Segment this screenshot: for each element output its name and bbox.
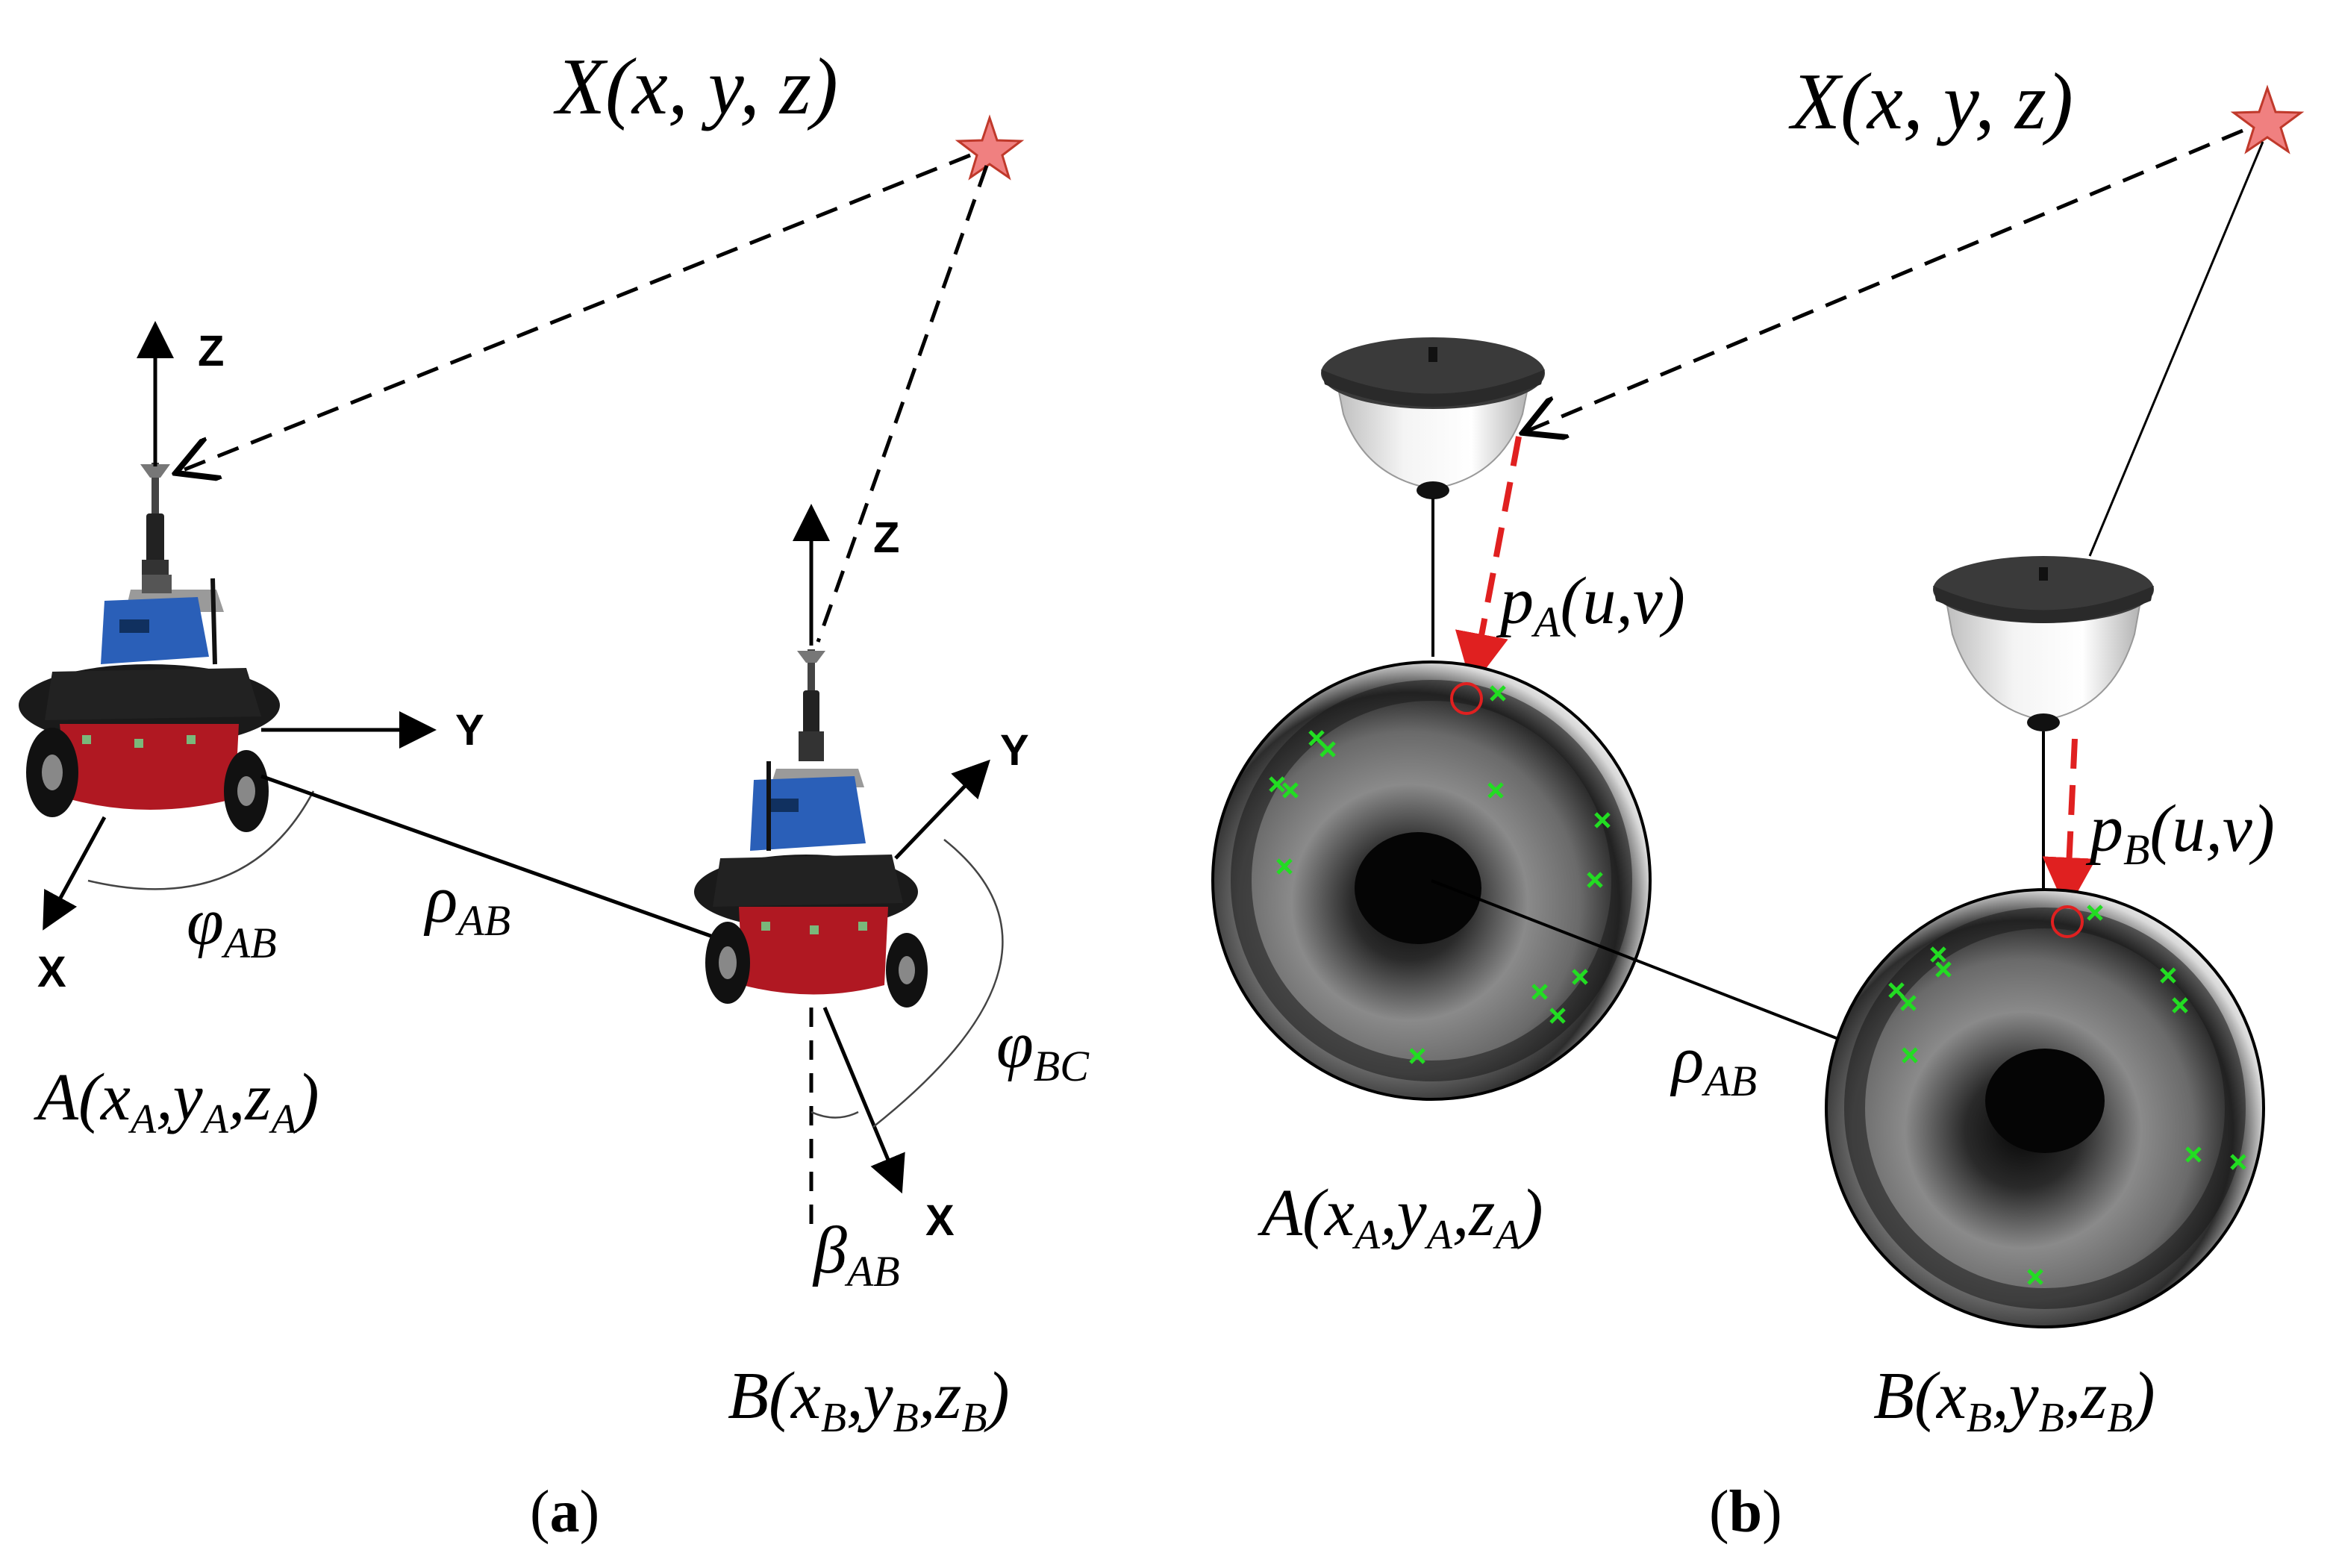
rho-ab-line <box>260 774 713 939</box>
panel-a-target-label: X(x, y, z) <box>553 43 838 131</box>
projection-line-b <box>2042 738 2096 911</box>
mirror-a <box>1321 337 1545 657</box>
robot-b-y-axis <box>894 759 990 860</box>
phi-ab-label: φAB <box>187 885 277 967</box>
robot-a <box>19 463 280 832</box>
panel-a: X(x, y, z) <box>19 43 1090 1545</box>
feature-point-b-highlight <box>2051 905 2084 938</box>
rho-ab-label: ρAB <box>423 863 510 945</box>
panel-b-position-label-a: A(xA,yA,zA) <box>1258 1176 1543 1258</box>
pa-label: pA(u,v) <box>1496 564 1685 646</box>
panel-b-target-star <box>2230 84 2305 154</box>
panel-b-rho-label: ρAB <box>1670 1023 1757 1105</box>
panel-b: X(x, y, z) pA(u,v) <box>1211 57 2305 1545</box>
panel-a-target-star <box>955 114 1025 181</box>
mirror-b <box>1933 556 2154 892</box>
projection-line-a <box>1455 436 1522 687</box>
robot-b-x-axis <box>822 1007 905 1194</box>
beta-ab-label: βAB <box>812 1214 900 1296</box>
panel-b-caption: (b) <box>1709 1479 1782 1545</box>
phi-ab-arc <box>87 790 315 890</box>
robot-a-x-label: X <box>37 948 66 996</box>
robot-a-position-label: A(xA,yA,zA) <box>34 1061 319 1143</box>
robot-a-z-label: Z <box>198 327 224 375</box>
feature-marks-b <box>1888 905 2246 1285</box>
phi-bc-arc <box>872 839 1004 1128</box>
robot-b-y-label: Y <box>1000 726 1029 775</box>
pb-label: pB(u,v) <box>2085 792 2275 874</box>
robot-b-x-label: X <box>925 1196 955 1245</box>
robot-b-z-label: Z <box>873 513 899 562</box>
robot-a-x-axis <box>43 816 107 931</box>
panel-a-caption: (a) <box>530 1479 599 1545</box>
robot-a-y-label: Y <box>455 706 484 755</box>
robot-b <box>694 649 928 1008</box>
robot-b-position-label: B(xB,yB,zB) <box>728 1359 1010 1441</box>
beta-ab-arc <box>811 1111 859 1119</box>
feature-point-a-highlight <box>1450 682 1483 715</box>
panel-a-ray-to-b <box>816 165 989 643</box>
panel-b-ray-to-mirror-a <box>1526 128 2243 431</box>
panel-b-target-label: X(x, y, z) <box>1788 57 2073 146</box>
panel-b-position-label-b: B(xB,yB,zB) <box>1873 1359 2155 1441</box>
omni-image-b <box>1825 888 2265 1328</box>
panel-a-ray-to-a <box>179 153 971 472</box>
panel-b-ray-to-mirror-b <box>2088 141 2264 557</box>
feature-marks-a <box>1269 685 1611 1064</box>
phi-bc-label: φBC <box>996 1008 1090 1090</box>
